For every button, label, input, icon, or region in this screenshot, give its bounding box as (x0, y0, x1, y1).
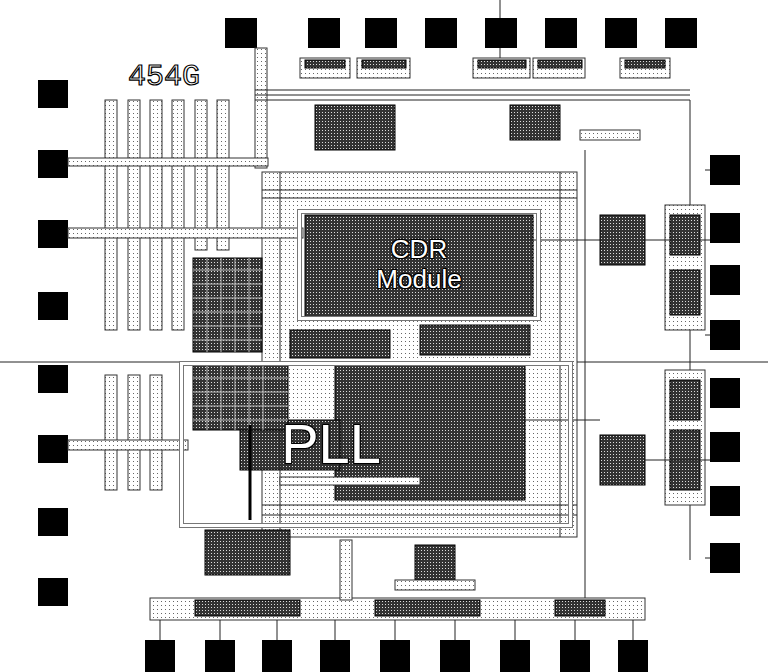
module-name: PLL (251, 412, 411, 476)
module-box: PLL (180, 362, 572, 527)
chip-label: 454G (128, 60, 200, 94)
module-box: CDR Module (298, 210, 540, 320)
module-name: CDR Module (354, 235, 484, 295)
